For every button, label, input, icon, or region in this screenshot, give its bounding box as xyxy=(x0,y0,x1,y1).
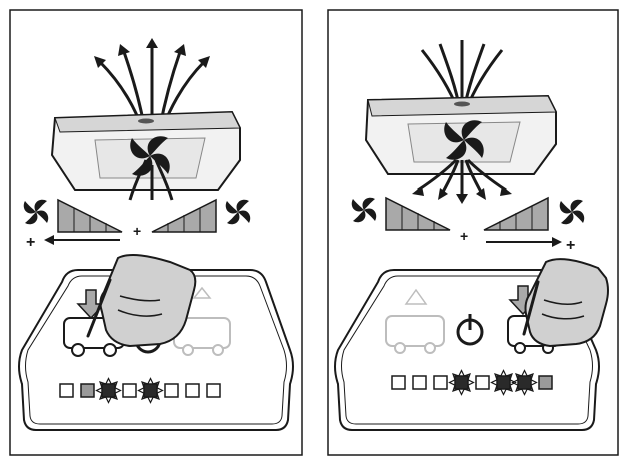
ceiling-cassette xyxy=(52,112,240,190)
right-diagram: + + xyxy=(310,0,620,457)
right-panel: + + xyxy=(310,0,620,457)
speed-wedge-high xyxy=(386,198,450,230)
indicator-light-lit xyxy=(497,376,510,389)
indicator-light-off xyxy=(434,376,447,389)
plus-sign: + xyxy=(566,237,575,254)
fan-icon xyxy=(352,198,377,223)
indicator-light-lit xyxy=(518,376,531,389)
indicator-light-lit xyxy=(455,376,468,389)
speed-wedge-low xyxy=(152,200,216,232)
indicator-light-lit xyxy=(102,384,115,397)
speed-wedge-high xyxy=(58,200,122,232)
speed-wedge-low xyxy=(484,198,548,230)
indicator-light-off xyxy=(476,376,489,389)
left-panel: + + xyxy=(0,0,310,457)
indicator-light-off xyxy=(165,384,178,397)
indicator-light-off xyxy=(123,384,136,397)
indicator-light-dim xyxy=(539,376,552,389)
indicator-light-dim xyxy=(81,384,94,397)
increase-arrow xyxy=(486,237,562,247)
center-plus: + xyxy=(133,223,141,239)
fan-icon xyxy=(226,200,251,225)
indicator-light-off xyxy=(186,384,199,397)
fan-icon xyxy=(560,200,585,225)
center-plus: + xyxy=(460,228,468,244)
plus-sign: + xyxy=(26,234,35,251)
left-diagram: + + xyxy=(0,0,310,457)
decrease-arrow xyxy=(44,235,120,245)
indicator-light-off xyxy=(60,384,73,397)
indicator-light-off xyxy=(413,376,426,389)
indicator-light-off xyxy=(392,376,405,389)
indicator-light-lit xyxy=(144,384,157,397)
fan-icon xyxy=(24,200,49,225)
indicator-light-off xyxy=(207,384,220,397)
